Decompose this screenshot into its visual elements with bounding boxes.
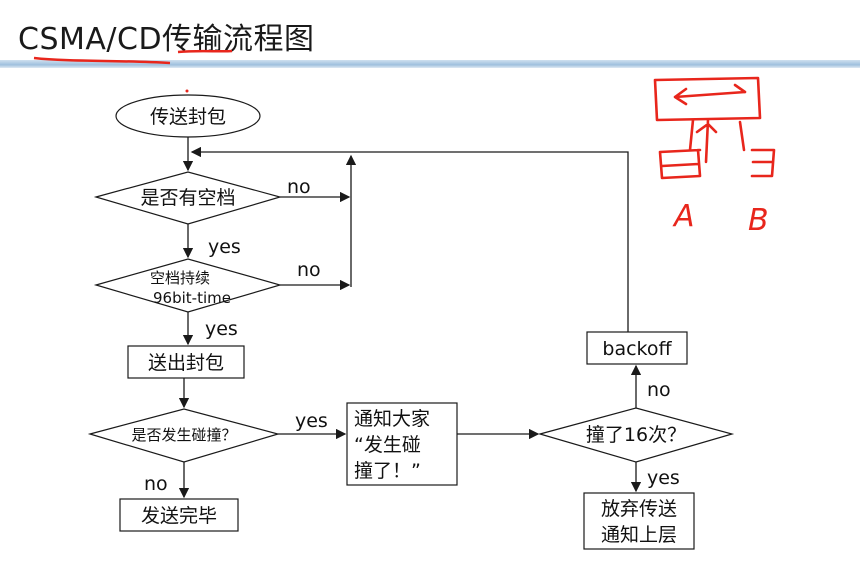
edge-label-idle96-yes: yes xyxy=(205,318,238,340)
annotation-tap-left xyxy=(688,118,718,164)
abort-label-1: 放弃传送 xyxy=(601,498,677,520)
notify-box xyxy=(346,402,458,486)
annotation-station-right xyxy=(750,148,776,178)
annotation-inner-arrow xyxy=(673,83,747,106)
idle-96-label-2: 96bit-time xyxy=(153,289,231,307)
title-red-underline-2 xyxy=(177,49,233,54)
done-label: 发送完毕 xyxy=(141,505,217,527)
send-label: 送出封包 xyxy=(148,352,224,374)
title-underline-bar xyxy=(0,60,860,68)
abort-label-2: 通知上层 xyxy=(601,524,677,546)
edge-label-retry-yes: yes xyxy=(647,467,680,489)
notify-label-1: 通知大家 xyxy=(354,408,430,430)
edge-label-idle-no: no xyxy=(287,176,311,198)
retry-check-label: 撞了16次？ xyxy=(586,424,686,446)
retry-check-diamond xyxy=(537,407,735,463)
edge-label-idle-yes: yes xyxy=(208,236,241,258)
notify-label-2: “发生碰 xyxy=(354,434,421,456)
red-hand-annotation xyxy=(653,76,776,180)
idle-96-label-1: 空档持续 xyxy=(150,269,210,287)
annotation-label-a: A xyxy=(672,199,695,234)
edge-label-retry-no: no xyxy=(647,379,671,401)
annotation-station-left xyxy=(658,148,702,180)
annotation-tap-right xyxy=(738,120,746,152)
backoff-box xyxy=(586,331,688,365)
start-label: 传送封包 xyxy=(150,106,226,128)
backoff-label: backoff xyxy=(602,338,672,360)
collision-check-label: 是否发生碰撞？ xyxy=(131,426,236,444)
annotation-cable-box xyxy=(653,76,762,122)
edge-label-idle96-no: no xyxy=(297,259,321,281)
idle-check-label: 是否有空档 xyxy=(140,187,235,209)
send-box xyxy=(127,345,245,379)
edge-label-collision-no: no xyxy=(144,473,168,495)
slide-title: CSMA/CD传输流程图 xyxy=(18,22,315,57)
done-box xyxy=(119,498,239,532)
notify-label-3: 撞了！” xyxy=(354,460,421,482)
edge-label-collision-yes: yes xyxy=(295,410,328,432)
red-dot xyxy=(185,89,189,93)
title-red-underline-1 xyxy=(33,56,171,65)
abort-box xyxy=(583,492,695,550)
annotation-label-b: B xyxy=(748,203,769,238)
edge-backoff-loop xyxy=(190,146,629,332)
